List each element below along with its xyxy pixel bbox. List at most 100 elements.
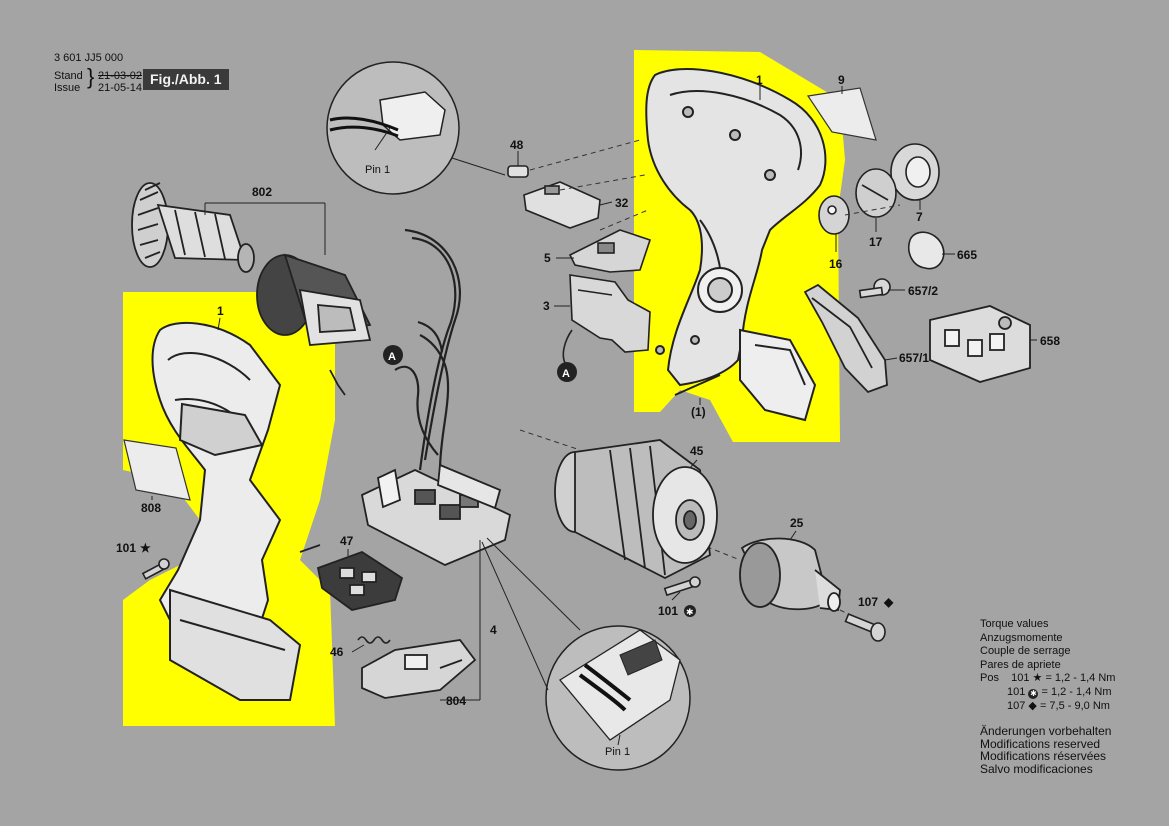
callout-5: 5 xyxy=(544,251,551,265)
callout-804: 804 xyxy=(446,694,466,708)
callout-658: 658 xyxy=(1040,334,1060,348)
screw-101-gear xyxy=(663,576,701,597)
callout-657-2: 657/2 xyxy=(908,284,938,298)
torque-row-3-value: = 7,5 - 9,0 Nm xyxy=(1039,699,1110,712)
pin1-top-label: Pin 1 xyxy=(365,164,390,176)
callout-107: 107 xyxy=(858,595,878,609)
switch-cover-32 xyxy=(523,181,601,229)
screw-107 xyxy=(844,613,886,642)
callout-7: 7 xyxy=(916,210,923,224)
callout-1-left: 1 xyxy=(217,304,224,318)
torque-pos-label: Pos xyxy=(980,672,999,685)
motor-stator xyxy=(256,253,372,396)
belt-clip-657-1 xyxy=(803,283,888,394)
wire-harness xyxy=(394,228,461,471)
torque-row-1-value: = 1,2 - 1,4 Nm xyxy=(1045,672,1116,685)
connector-48 xyxy=(507,165,529,178)
callout-665: 665 xyxy=(957,248,977,262)
part-number: 3 601 JJ5 000 xyxy=(54,52,124,64)
stand-date: 21-03-02 xyxy=(98,70,143,82)
housing-shell-left xyxy=(151,321,302,701)
torque-row-1: Pos 101 ★ = 1,2 - 1,4 Nm xyxy=(980,672,1115,686)
switch-slider-5 xyxy=(568,229,652,273)
connector-A-right-label: A xyxy=(562,368,570,380)
callout-101-star: 101 xyxy=(116,541,136,555)
star-icon: ★ xyxy=(1032,672,1043,685)
modification-notice: Änderungen vorbehalten Modifications res… xyxy=(980,725,1111,775)
callout-25: 25 xyxy=(790,516,804,530)
cap-17 xyxy=(855,168,897,218)
diamond-icon: ◆ xyxy=(1028,699,1037,712)
cap-7 xyxy=(890,143,940,201)
callout-48: 48 xyxy=(510,138,524,152)
connector-A-mid-label: A xyxy=(388,351,396,363)
label-808 xyxy=(123,439,191,501)
torque-row-2-value: = 1,2 - 1,4 Nm xyxy=(1041,685,1112,698)
callout-46: 46 xyxy=(330,645,344,659)
callout-9: 9 xyxy=(838,73,845,87)
detail-circle-bottom xyxy=(545,625,691,771)
electronics-board-4 xyxy=(360,463,512,566)
torque-row-2-pos: 101 xyxy=(1007,685,1026,698)
spring-46 xyxy=(357,636,391,644)
torque-row-3-pos: 107 xyxy=(1007,699,1026,712)
callout-3: 3 xyxy=(543,299,550,313)
nameplate-9 xyxy=(806,87,877,141)
torque-row-3: 107 ◆ = 7,5 - 9,0 Nm xyxy=(980,700,1115,714)
notice-en: Modifications reserved xyxy=(980,736,1101,751)
housing-shell-right xyxy=(645,67,827,422)
connector-A-mid xyxy=(383,345,403,365)
leader-detail-top xyxy=(451,157,506,176)
callout-leaders xyxy=(151,86,1037,701)
figure-label: Fig./Abb. 1 xyxy=(143,69,229,90)
connector-A-right xyxy=(557,362,577,382)
callout-45: 45 xyxy=(690,444,704,458)
callout-802: 802 xyxy=(252,185,272,199)
gearbox-45 xyxy=(554,439,718,580)
pin1-bottom-label: Pin 1 xyxy=(605,746,630,758)
callout-16: 16 xyxy=(829,257,843,271)
notice-es: Salvo modificaciones xyxy=(980,761,1093,776)
star-symbol: ★ xyxy=(140,541,151,555)
callout-4: 4 xyxy=(490,623,497,637)
switch-16 xyxy=(818,195,850,235)
callout-32: 32 xyxy=(615,196,629,210)
callout-101-gear: 101 xyxy=(658,604,678,618)
armature-802 xyxy=(131,182,255,273)
brace-glyph: } xyxy=(87,64,95,89)
torque-title-es: Pares de apriete xyxy=(980,658,1061,671)
notice-de: Änderungen vorbehalten xyxy=(980,724,1112,738)
cover-665 xyxy=(908,231,945,270)
torque-values-block: Torque values Anzugsmomente Couple de se… xyxy=(980,618,1115,713)
torque-title-en: Torque values xyxy=(980,618,1049,630)
callout-808: 808 xyxy=(141,501,161,515)
diamond-symbol: ◆ xyxy=(883,595,894,609)
callout-17: 17 xyxy=(869,235,883,249)
gear-symbol-icon: ✱ xyxy=(684,605,696,617)
callout-1-right: 1 xyxy=(756,73,763,87)
contact-plate-804 xyxy=(361,639,477,699)
notice-fr: Modifications réservées xyxy=(980,749,1107,763)
bit-holder-658 xyxy=(929,305,1031,383)
torque-title-de: Anzugsmomente xyxy=(980,631,1063,644)
torque-row-1-pos: 101 xyxy=(1011,672,1030,685)
callout-1-paren: (1) xyxy=(691,405,706,419)
detail-circle-top xyxy=(326,61,460,195)
pin-1 xyxy=(674,374,721,396)
callout-47: 47 xyxy=(340,534,354,548)
board-47 xyxy=(299,544,404,611)
issue-date: 21-05-14 xyxy=(98,82,143,94)
screw-657-2 xyxy=(858,278,891,299)
screw-101-star xyxy=(141,558,170,580)
callout-657-1: 657/1 xyxy=(899,351,929,365)
chuck-25 xyxy=(739,537,841,612)
torque-title-fr: Couple de serrage xyxy=(980,645,1071,658)
gear-icon: ✱ xyxy=(1028,688,1039,699)
issue-label: Issue xyxy=(54,82,81,94)
stand-label: Stand xyxy=(54,70,83,82)
torque-row-2: 101 ✱ = 1,2 - 1,4 Nm xyxy=(980,686,1115,700)
leaders-detail-bottom xyxy=(481,537,621,746)
svg-text:✱: ✱ xyxy=(686,607,694,617)
